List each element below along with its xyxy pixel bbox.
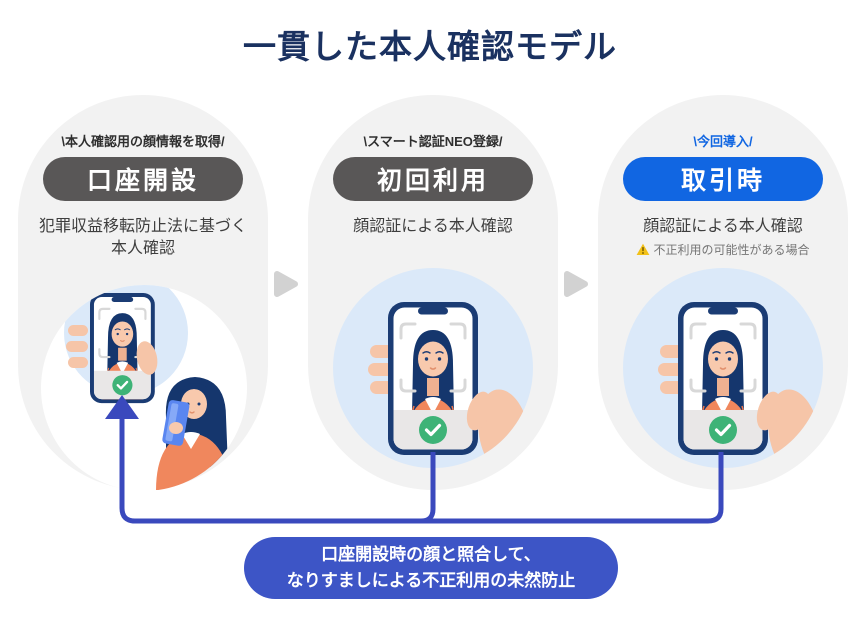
- face-auth-illustration: [333, 268, 533, 468]
- warning-triangle-icon: [637, 244, 650, 256]
- phone-with-checkmark-icon: [388, 302, 478, 455]
- face-auth-illustration: [623, 268, 823, 468]
- step-callout: \今回導入/: [693, 134, 753, 149]
- arrow-right-icon: [274, 271, 298, 297]
- woman-holding-phone: [156, 377, 232, 490]
- step-panel-account-opening: \本人確認用の顔情報を取得/ 口座開設 犯罪収益移転防止法に基づく 本人確認: [18, 95, 268, 490]
- conclusion-pill: 口座開設時の顔と照合して、 なりすましによる不正利用の未然防止: [244, 537, 618, 599]
- step-panel-first-use: \スマート認証NEO登録/ 初回利用 顔認証による本人確認: [308, 95, 558, 490]
- phone-with-checkmark-icon: [678, 302, 768, 455]
- warning-note: 不正利用の可能性がある場合: [598, 241, 848, 258]
- step-description: 顔認証による本人確認: [643, 218, 803, 235]
- phone-with-checkmark-icon: [90, 293, 155, 403]
- step-pill-first-use: 初回利用: [333, 157, 533, 201]
- step-description: 犯罪収益移転防止法に基づく 本人確認: [38, 218, 247, 258]
- step-description: 顔認証による本人確認: [353, 218, 513, 235]
- warning-text: 不正利用の可能性がある場合: [653, 243, 810, 258]
- page-title: 一貫した本人確認モデル: [243, 28, 617, 65]
- arrow-right-icon: [564, 271, 588, 297]
- step-pill-account-opening: 口座開設: [43, 157, 243, 201]
- step-panel-transaction: \今回導入/ 取引時 顔認証による本人確認 不正利用の可能性がある場合: [598, 95, 848, 490]
- step-callout: \本人確認用の顔情報を取得/: [61, 134, 225, 149]
- face-capture-illustration: [41, 285, 247, 490]
- step-pill-transaction: 取引時: [623, 157, 823, 201]
- step-callout: \スマート認証NEO登録/: [363, 134, 503, 149]
